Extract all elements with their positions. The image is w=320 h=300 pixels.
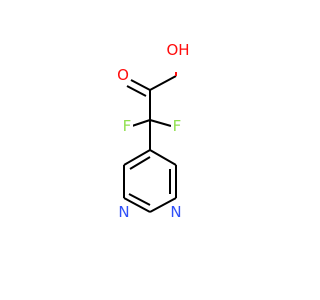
ring-bond-c2-n3-inner — [128, 193, 151, 206]
bond-c-o-double-b — [126, 85, 147, 97]
atom-n-right-label: N — [170, 203, 181, 221]
ring-bond-c4-c5 — [123, 149, 151, 166]
atom-f-left-label: F — [123, 117, 132, 135]
ring-bond-c4-c5-inner — [129, 156, 151, 170]
atom-o-label: O — [117, 66, 129, 84]
bond-c-o-double-a — [130, 79, 151, 91]
atom-oh-label: OH — [166, 41, 189, 59]
ring-bond-c2-n3 — [123, 197, 151, 213]
ring-bond-n1-c2 — [149, 197, 177, 213]
bond-c-f-right — [149, 119, 172, 127]
bond-cooh-c-to-oh — [149, 75, 177, 91]
molecule-structure: O OH F F N N — [116, 40, 192, 221]
n-left-label-bg — [116, 204, 132, 220]
f-left-label-bg — [121, 119, 133, 133]
o-label-bg — [116, 67, 130, 83]
ring-bond-c5-c6 — [149, 149, 177, 166]
molecule-canvas: O OH F F N N — [116, 40, 192, 221]
atom-f-right-label: F — [173, 117, 182, 135]
atom-n-left-label: N — [118, 203, 129, 221]
bond-c-f-left — [131, 119, 151, 127]
f-right-label-bg — [171, 119, 183, 133]
n-right-label-bg — [168, 204, 184, 220]
oh-label-bg — [168, 40, 192, 66]
